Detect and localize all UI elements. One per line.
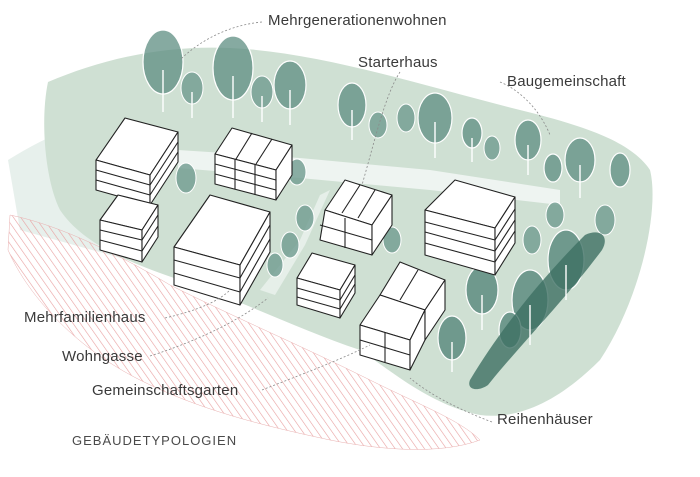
label-wohngasse: Wohngasse xyxy=(62,348,143,365)
building-b xyxy=(99,194,159,263)
tree-shadow-band xyxy=(469,232,605,390)
building-f xyxy=(296,252,356,319)
gemeinschaftsgarten-area xyxy=(7,214,481,450)
building-g xyxy=(424,179,516,276)
label-gemeinschaftsgarten: Gemeinschaftsgarten xyxy=(92,382,239,399)
label-mehrfamilienhaus: Mehrfamilienhaus xyxy=(24,309,146,326)
building-d xyxy=(173,194,271,306)
buildings xyxy=(95,117,516,371)
label-reihenhaeuser: Reihenhäuser xyxy=(497,411,593,428)
trees-upper xyxy=(142,29,631,188)
tree-trunks xyxy=(162,70,581,198)
leader-lines xyxy=(149,21,551,423)
trees-small-upper xyxy=(175,71,616,278)
label-mehrgenerationenwohnen: Mehrgenerationenwohnen xyxy=(268,12,447,29)
label-starterhaus: Starterhaus xyxy=(358,54,438,71)
building-h xyxy=(359,261,446,371)
label-baugemeinschaft: Baugemeinschaft xyxy=(507,73,626,90)
tree-trunks-lower xyxy=(451,265,567,372)
building-e xyxy=(319,179,393,256)
building-c xyxy=(214,127,293,201)
building-a xyxy=(95,117,179,206)
diagram-title: GEBÄUDETYPOLOGIEN xyxy=(72,433,238,448)
